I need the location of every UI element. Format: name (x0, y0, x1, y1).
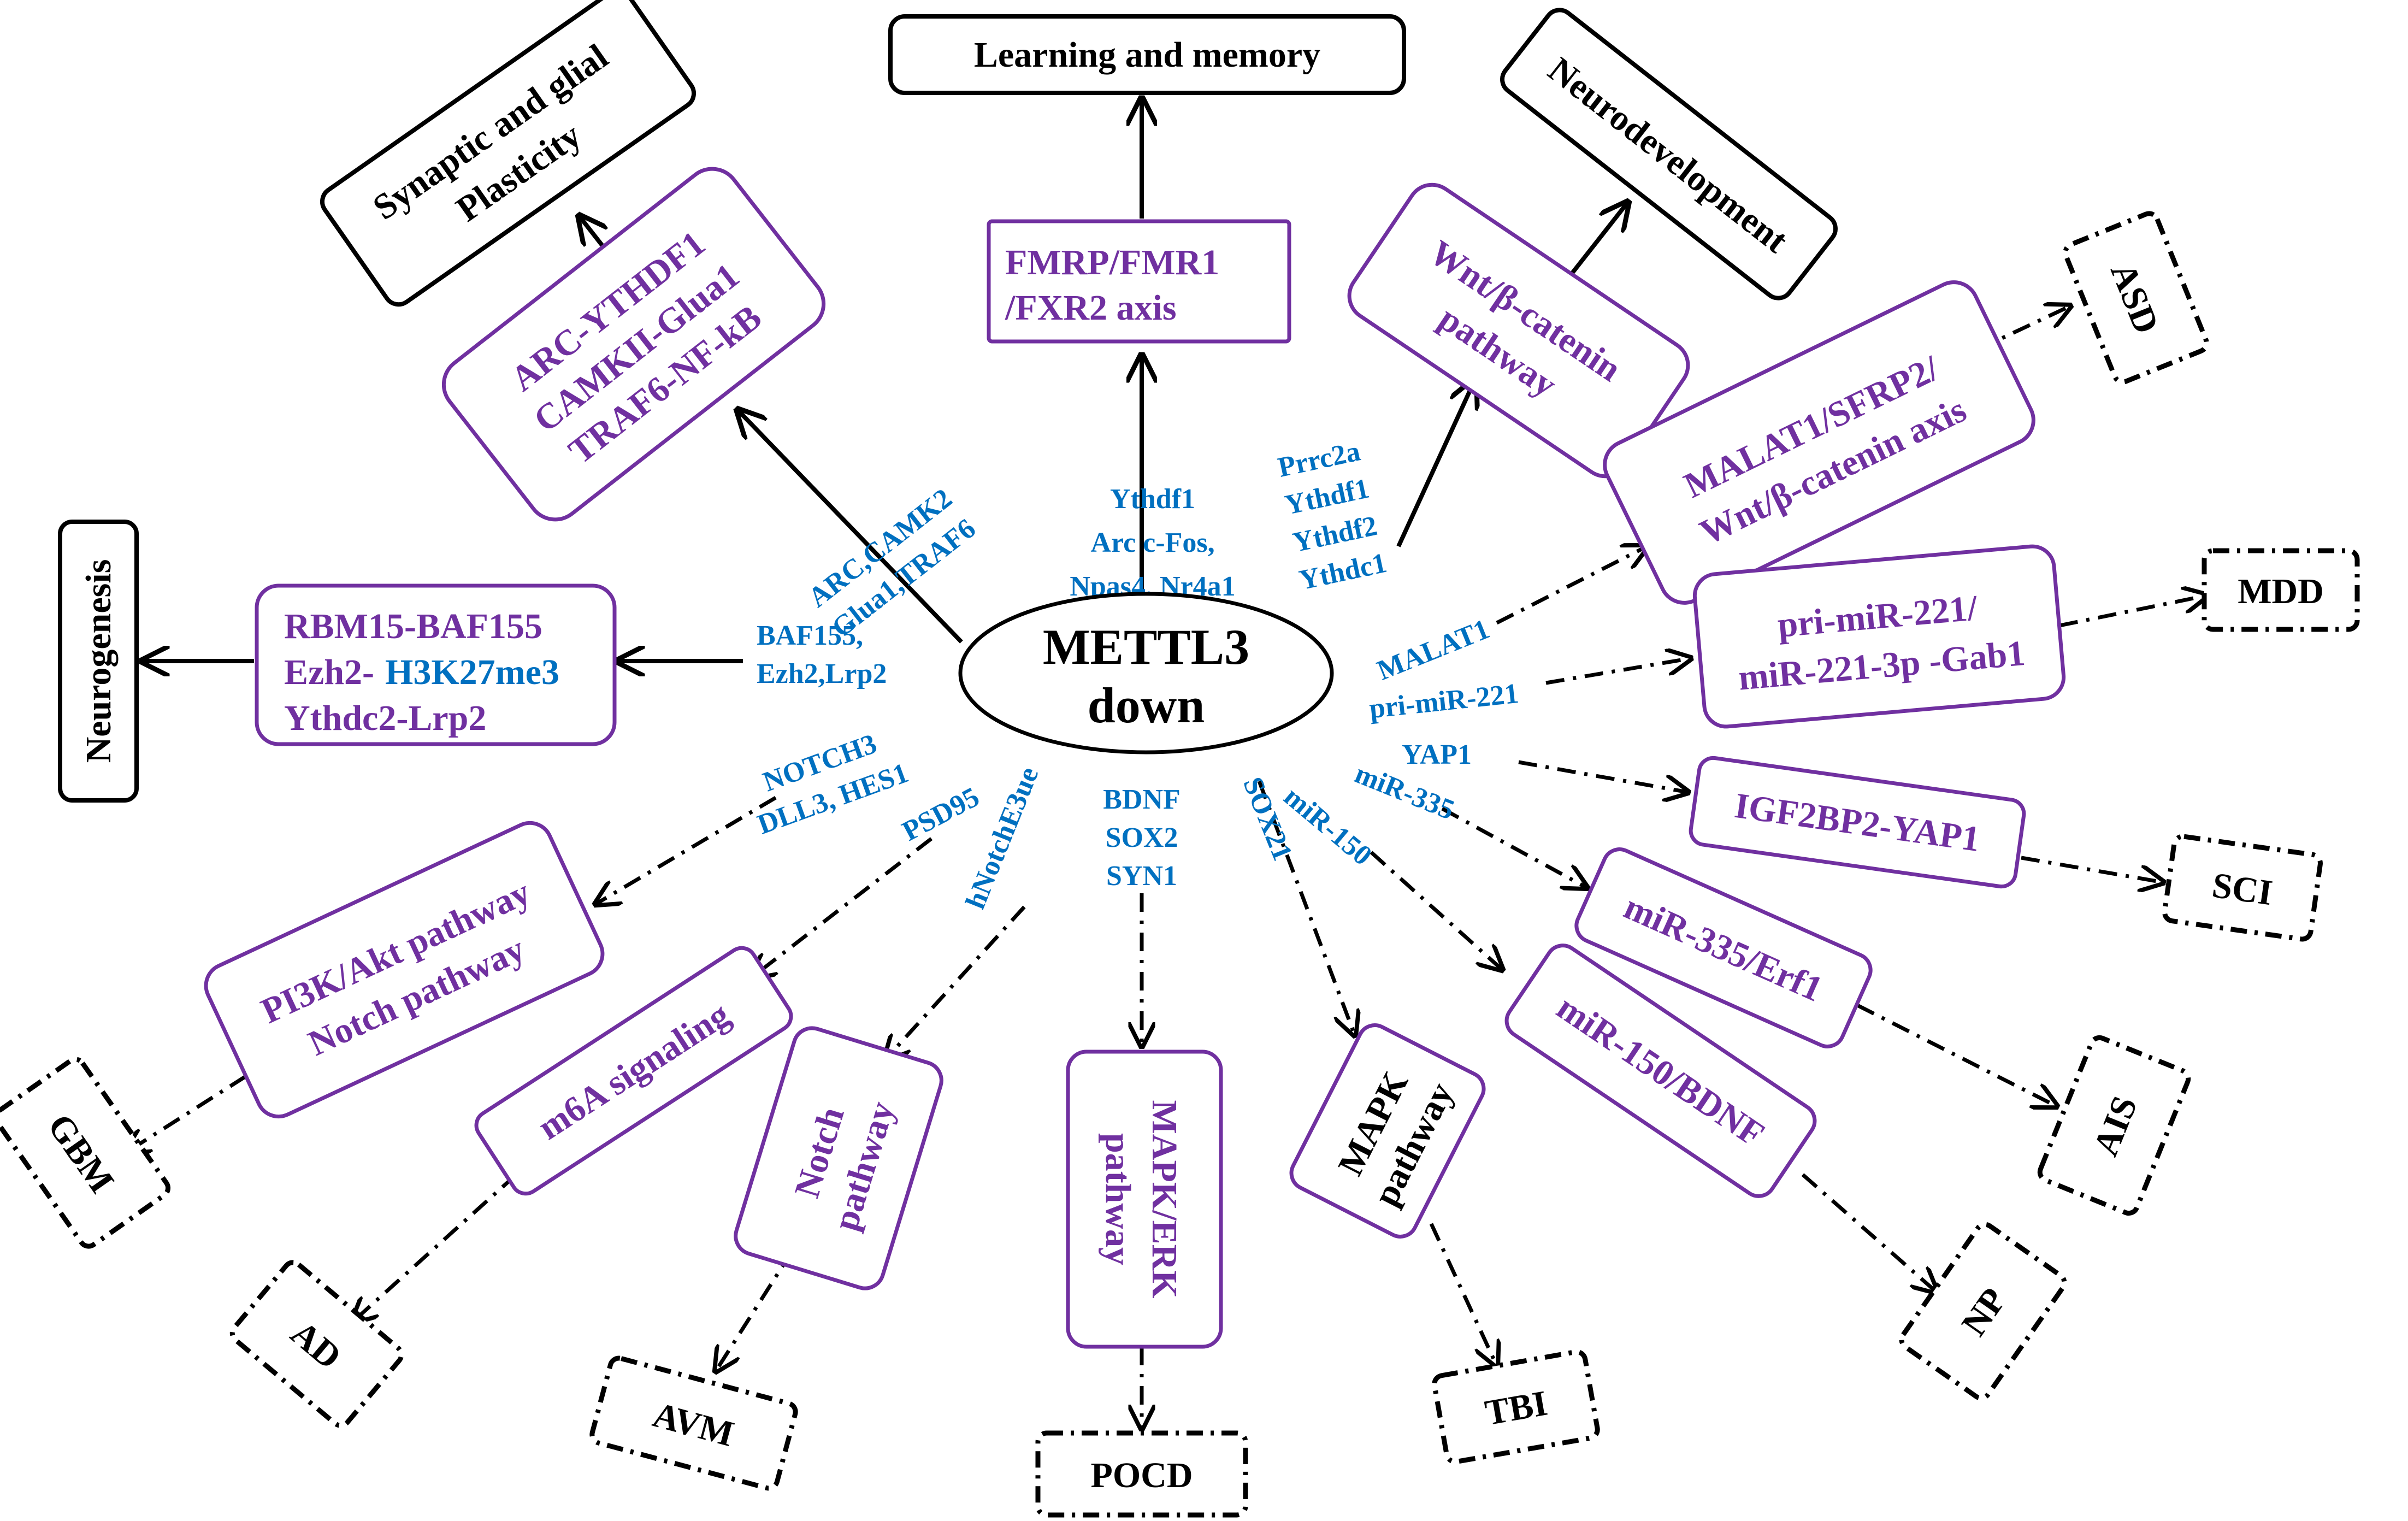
gbm-box: GBM (0, 1057, 171, 1249)
mediator-ythdf1: Ythdf1 (1110, 484, 1195, 515)
asd-box: ASD (2063, 211, 2209, 385)
rbm15-label-line3: Ythdc2-Lrp2 (284, 698, 486, 738)
mediator-ezh2-lrp2: Ezh2,Lrp2 (757, 658, 887, 689)
mir221-box: pri-miR-221/ miR-221-3p -Gab1 (1692, 544, 2066, 729)
neurodevelopment-label: Neurodevelopment (1541, 50, 1796, 261)
tbi-box: TBI (1432, 1349, 1600, 1465)
arrow-wnt-to-neurodev (1566, 202, 1628, 280)
rbm15-label-line2b: H3K27me3 (385, 652, 559, 692)
mdd-box: MDD (2202, 548, 2360, 632)
arrow-to-wnt (1396, 380, 1475, 547)
sci-label: SCI (2210, 865, 2275, 913)
connectors (126, 98, 2207, 1429)
mediator-malat1: MALAT1 (1373, 614, 1494, 687)
mediator-sox21: SOX21 (1237, 773, 1298, 865)
mediator-baf155: BAF155, (757, 620, 863, 651)
igf2bp2-box: IGF2BP2-YAP1 (1689, 756, 2026, 889)
fmrp-box: FMRP/FMR1 /FXR2 axis (987, 219, 1291, 344)
arrow-m6a-to-ad (352, 1173, 518, 1322)
arrow-to-malat1 (1496, 546, 1647, 625)
center-label-line1: METTL3 (1043, 619, 1249, 675)
mediator-psd95: PSD95 (898, 781, 984, 847)
arrow-pi3k-to-gbm (126, 1075, 247, 1153)
rbm15-label-line1: RBM15-BAF155 (284, 606, 542, 646)
arrow-to-arc (737, 410, 963, 644)
neurogenesis-label: Neurogenesis (79, 559, 119, 763)
mapkerk-label-line2: pathway (1098, 1133, 1138, 1265)
mir335-box: miR-335/Erf1 (1574, 847, 1873, 1048)
fmrp-label-line2: /FXR2 axis (1005, 288, 1177, 328)
arrow-mapk-to-tbi (1429, 1223, 1497, 1366)
mediator-yap1: YAP1 (1402, 739, 1472, 770)
mediator-arc-cfos: Arc c-Fos, (1090, 527, 1214, 558)
mediator-mir150: miR-150 (1278, 781, 1378, 871)
arrow-notch-to-avm (716, 1250, 794, 1371)
rbm15-box: RBM15-BAF155 Ezh2- H3K27me3 Ythdc2-Lrp2 (255, 583, 617, 746)
mediator-bdnf: BDNF (1103, 784, 1181, 815)
mediator-syn1: SYN1 (1106, 860, 1177, 892)
learning-memory-box: Learning and memory (888, 14, 1406, 95)
center-ellipse (958, 592, 1334, 754)
mettl3-center: METTL3 down (958, 592, 1334, 754)
arrow-mir221-to-mdd (2059, 596, 2207, 628)
mediator-pri-mir221: pri-miR-221 (1368, 678, 1520, 724)
arrow-to-pi3k (595, 795, 777, 904)
arrow-to-mir221 (1545, 658, 1691, 685)
neurogenesis-box: Neurogenesis (58, 520, 139, 803)
mapk-erk-box: MAPK/ERK pathway (1066, 1050, 1223, 1349)
arrow-mir335-to-ais (1856, 1003, 2057, 1106)
pi3k-box: PI3K/Akt pathway Notch pathway (204, 821, 605, 1119)
learning-memory-label: Learning and memory (974, 35, 1320, 75)
mapkerk-label-line1: MAPK/ERK (1144, 1100, 1184, 1299)
pocd-label: POCD (1091, 1455, 1193, 1495)
mapk-box: MAPK pathway (1289, 1023, 1486, 1239)
rbm15-label-line2a: Ezh2- (284, 652, 374, 692)
arrow-to-mir335 (1441, 806, 1587, 888)
avm-box: AVM (589, 1355, 798, 1491)
pocd-box: POCD (1035, 1430, 1248, 1518)
arrow-mir150-to-np (1801, 1173, 1937, 1292)
arrow-to-m6a (751, 837, 933, 978)
ais-box: AIS (2037, 1035, 2191, 1216)
notch-box: Notch pathway (734, 1026, 943, 1290)
np-box: NP (1899, 1222, 2067, 1401)
mediator-sox2: SOX2 (1106, 822, 1178, 853)
arrow-to-notch (885, 905, 1026, 1060)
ad-box: AD (229, 1260, 404, 1428)
arrow-to-igf2bp2 (1518, 760, 1688, 792)
fmrp-label-line1: FMRP/FMR1 (1005, 243, 1219, 282)
arrow-igf2bp2-to-sci (2021, 856, 2163, 882)
mdd-label: MDD (2238, 571, 2324, 611)
arrow-to-mir150 (1370, 851, 1502, 970)
sci-box: SCI (2162, 834, 2323, 942)
center-label-line2: down (1088, 677, 1205, 733)
arrow-to-mapk (1257, 780, 1355, 1035)
mediator-hnotche3ue: hNotchE3ue (960, 763, 1045, 913)
